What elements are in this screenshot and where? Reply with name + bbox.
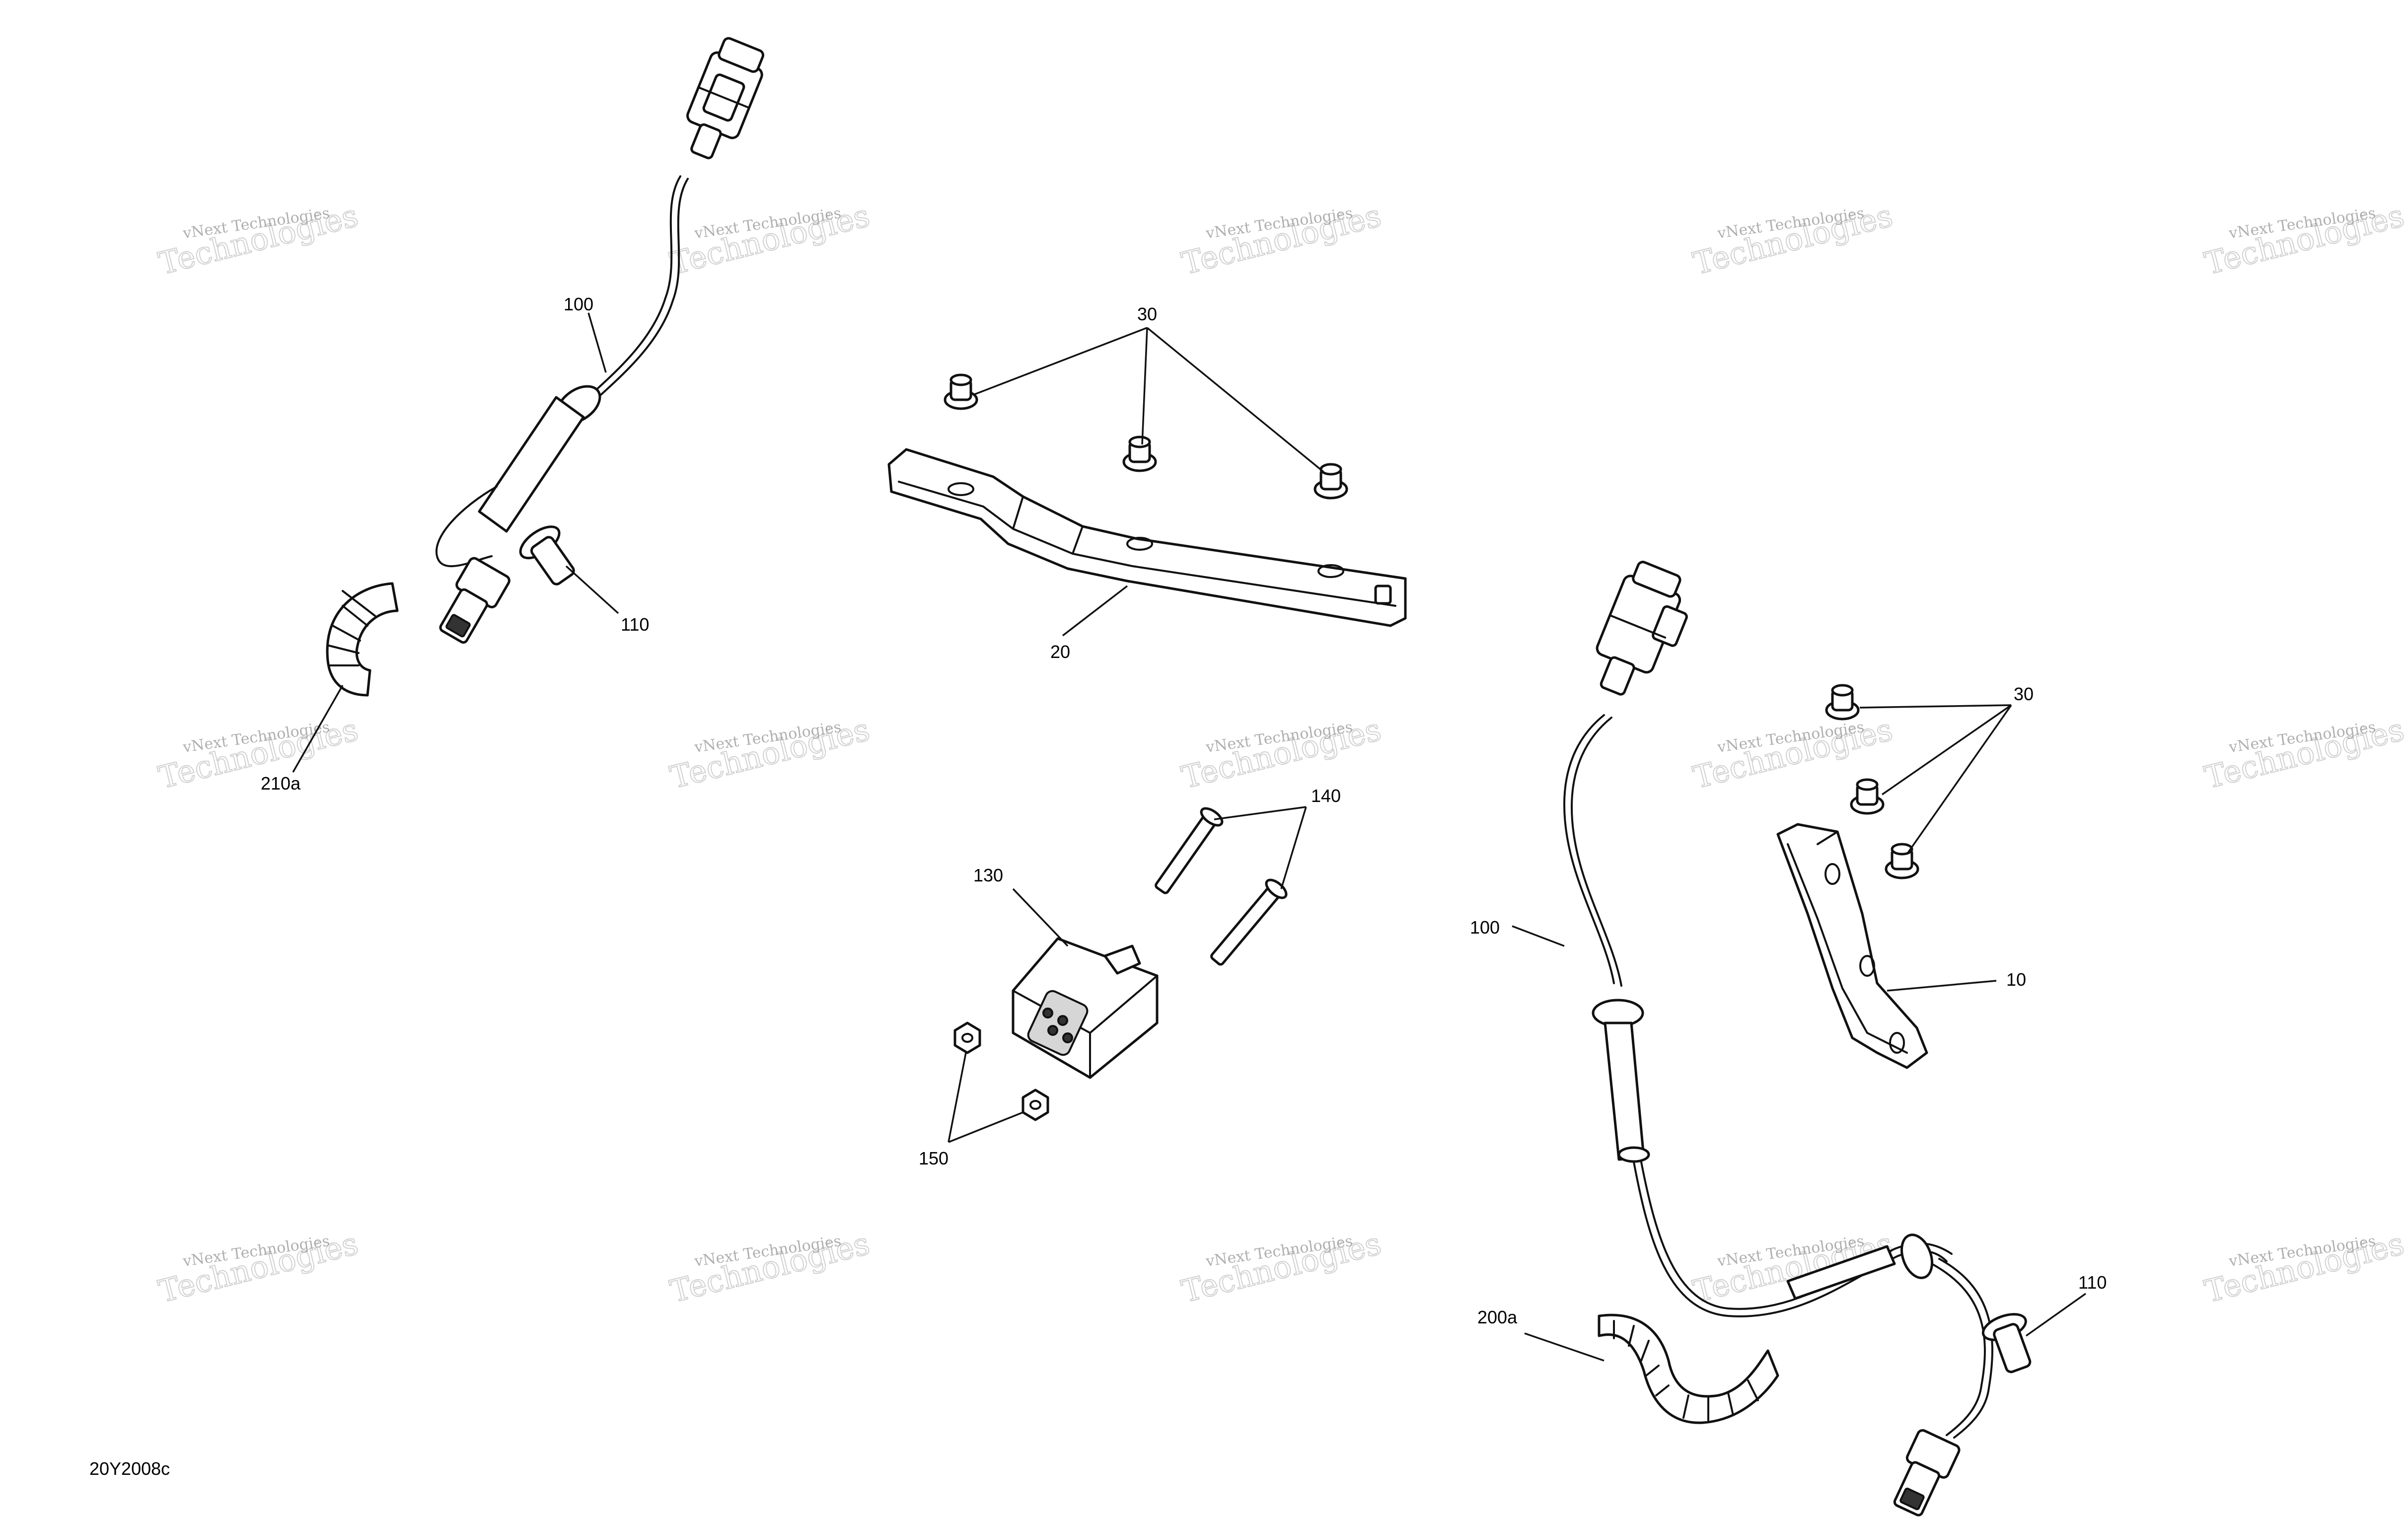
watermark: vNext Technologies Technologies <box>2200 197 2408 282</box>
leader-150-a <box>948 1052 967 1143</box>
leader-10 <box>1887 980 1997 992</box>
callout-10: 10 <box>2006 969 2026 990</box>
callout-210a: 210a <box>261 773 301 794</box>
leader-20 <box>1062 585 1128 637</box>
stud-140-icon <box>1155 807 1224 894</box>
bracket-20-icon <box>887 448 1407 627</box>
watermark: vNext Technologies Technologies <box>154 1225 362 1310</box>
watermark: vNext Technologies Technologies <box>666 197 874 282</box>
watermark-line2: Technologies <box>1178 197 1385 282</box>
bolt-110-icon <box>1981 1313 2032 1374</box>
watermark-layer: vNext Technologies Technologies vNext Te… <box>154 197 2408 1310</box>
harness-connector-icon <box>1596 561 1688 696</box>
push-nut-icon <box>1885 843 1919 879</box>
watermark: vNext Technologies Technologies <box>1177 711 1385 796</box>
module-130-icon <box>1012 937 1159 1079</box>
watermark: vNext Technologies Technologies <box>1689 197 1897 282</box>
watermark-line2: Technologies <box>1178 711 1385 796</box>
watermark: vNext Technologies Technologies <box>666 1225 874 1310</box>
conduit-210a-icon <box>326 582 399 697</box>
leader-130 <box>1012 888 1069 947</box>
sensor-harness-right: 100 110 200a <box>1470 561 2107 1517</box>
callout-30-top: 30 <box>1137 304 1157 324</box>
push-nut-icon <box>1122 436 1157 472</box>
watermark: vNext Technologies Technologies <box>1177 1225 1385 1310</box>
watermark: vNext Technologies Technologies <box>666 711 874 796</box>
watermark-line2: Technologies <box>155 711 362 796</box>
watermark-line2: Technologies <box>666 711 873 796</box>
callout-200a: 200a <box>1477 1307 1518 1327</box>
nut-150-icon <box>1022 1089 1049 1121</box>
bolt-110-icon <box>519 525 575 585</box>
leader-150-b <box>948 1111 1023 1143</box>
leader-140-b <box>1280 806 1307 889</box>
leader-200a <box>1524 1332 1605 1362</box>
watermark-line2: Technologies <box>2201 1225 2408 1309</box>
watermark: vNext Technologies Technologies <box>154 197 362 282</box>
watermark-line2: Technologies <box>155 1225 362 1309</box>
push-nut-icon <box>944 373 978 410</box>
bracket-assembly-right: 30 10 <box>1776 684 2034 1069</box>
push-nut-icon <box>1313 463 1348 500</box>
callout-140: 140 <box>1311 786 1341 806</box>
watermark-line2: Technologies <box>2201 711 2408 796</box>
watermark-line2: Technologies <box>1178 1225 1385 1309</box>
nut-150-icon <box>953 1021 981 1054</box>
watermark-line2: Technologies <box>1689 197 1896 282</box>
figure-id: 20Y2008c <box>89 1458 170 1479</box>
watermark-line2: Technologies <box>155 197 362 282</box>
harness-connector-icon <box>686 37 764 159</box>
leader-210a <box>292 685 344 773</box>
leader-30-right-a <box>1859 704 2012 709</box>
callout-20: 20 <box>1050 642 1070 662</box>
leader-30-top-b <box>1141 327 1148 445</box>
leader-110-right <box>2025 1293 2087 1337</box>
speed-sensor-icon <box>439 557 511 644</box>
leader-110-top <box>565 565 619 614</box>
callout-100-top: 100 <box>564 294 593 314</box>
watermark-line2: Technologies <box>666 1225 873 1309</box>
watermark: vNext Technologies Technologies <box>1177 197 1385 282</box>
push-nut-icon <box>1825 684 1860 721</box>
leader-140-a <box>1214 806 1307 820</box>
callout-110-right: 110 <box>2078 1272 2107 1293</box>
callout-100-right: 100 <box>1470 917 1500 938</box>
speed-sensor-icon <box>1893 1429 1961 1517</box>
watermark-line2: Technologies <box>666 197 873 282</box>
callout-110-top: 110 <box>621 614 649 635</box>
leader-30-right-b <box>1882 704 2012 796</box>
stud-140-icon <box>1210 878 1288 966</box>
leader-30-top-c <box>1146 327 1324 473</box>
push-nut-icon <box>1850 778 1885 815</box>
watermark-line2: Technologies <box>2201 197 2408 282</box>
watermark: vNext Technologies Technologies <box>154 711 362 796</box>
grommet-icon <box>1900 1234 1933 1279</box>
sensor-harness-left: 100 110 210a <box>261 37 764 794</box>
bracket-assembly-top: 30 20 <box>887 304 1407 662</box>
conduit-200a-icon <box>1598 1313 1779 1424</box>
leader-100-right <box>1512 925 1565 947</box>
bracket-10-icon <box>1776 823 1928 1069</box>
module-assembly: 140 130 150 <box>919 786 1341 1168</box>
leader-100-top <box>587 312 607 373</box>
callout-130: 130 <box>973 865 1003 885</box>
callout-150: 150 <box>919 1148 949 1168</box>
leader-30-top-a <box>973 327 1148 396</box>
callout-30-right: 30 <box>2014 684 2034 704</box>
watermark: vNext Technologies Technologies <box>2200 1225 2408 1310</box>
watermark: vNext Technologies Technologies <box>2200 711 2408 796</box>
leader-30-right-c <box>1906 704 2012 855</box>
